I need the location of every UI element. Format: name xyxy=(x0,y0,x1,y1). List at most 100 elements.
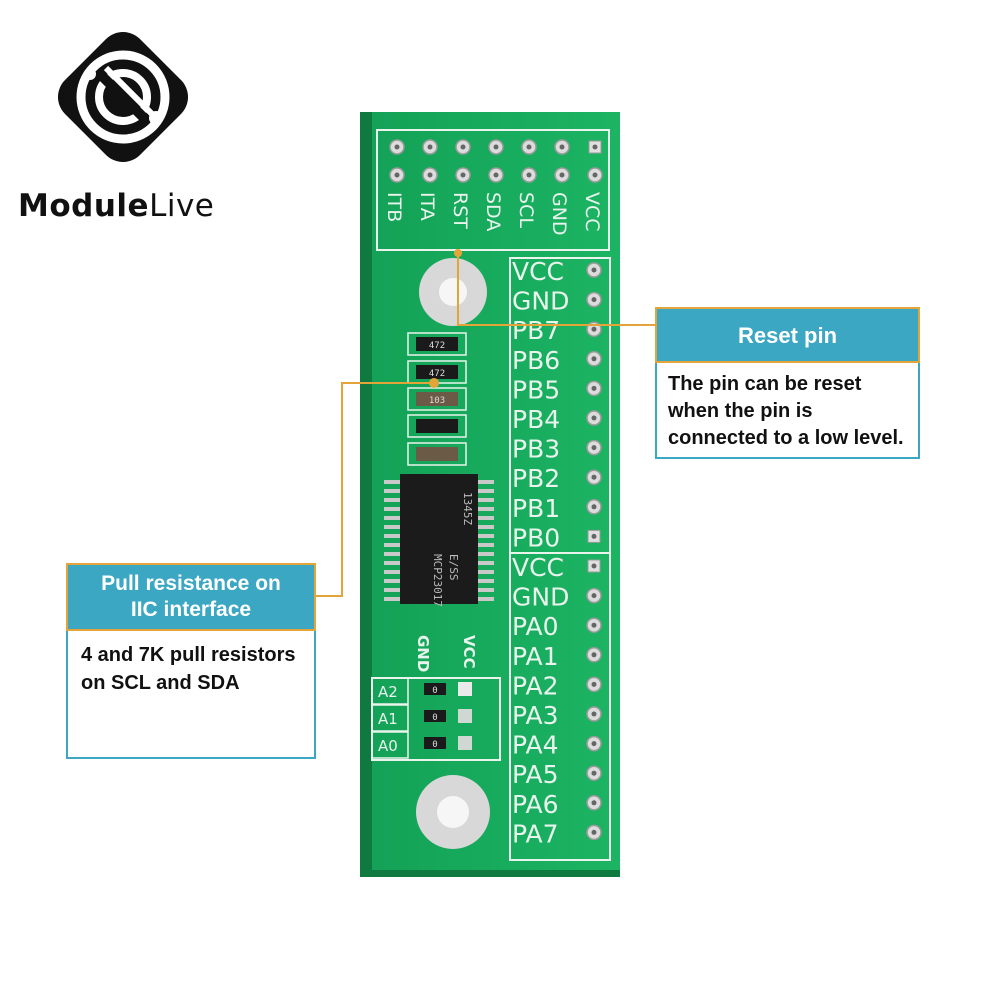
right-pin-13-hole xyxy=(591,652,597,658)
right-pin-17-hole xyxy=(591,770,597,776)
chip-leg-left-2 xyxy=(384,498,400,502)
pull-resistance-description: 4 and 7K pull resistors on SCL and SDA xyxy=(66,631,316,759)
right-pin-14-hole xyxy=(591,681,597,687)
address-resistor-0 xyxy=(424,683,446,695)
top-pin-4-b-hole xyxy=(526,172,532,178)
pull-title-line-2: IIC interface xyxy=(130,598,252,621)
chip-marking-1: MCP23017 xyxy=(431,554,444,607)
pull-resistance-callout: Pull resistance on IIC interface 4 and 7… xyxy=(66,563,316,759)
top-header-outline xyxy=(376,129,610,251)
address-resistor-2 xyxy=(424,737,446,749)
right-pin-4-hole xyxy=(591,385,597,391)
address-label-a2: A2 xyxy=(378,683,398,701)
chip-leg-right-13 xyxy=(478,597,494,601)
chip-leg-right-3 xyxy=(478,507,494,511)
top-pin-3-b-hole xyxy=(493,172,499,178)
resistor-mark-0: 472 xyxy=(429,341,445,351)
chip-leg-left-6 xyxy=(384,534,400,538)
right-pin-5-hole xyxy=(591,415,597,421)
address-label-a0: A0 xyxy=(378,737,398,755)
chip-leg-left-10 xyxy=(384,570,400,574)
right-pin-9-hole xyxy=(591,533,597,539)
jumper-label-vcc: VCC xyxy=(460,635,478,669)
chip-leg-right-9 xyxy=(478,561,494,565)
right-label-pb2-7: PB2 xyxy=(512,464,560,493)
chip-leg-right-6 xyxy=(478,534,494,538)
reset-desc-line-1: The pin can be reset xyxy=(668,373,862,395)
top-pin-6-b-hole xyxy=(592,172,598,178)
chip-leg-left-0 xyxy=(384,480,400,484)
resistor-body-3 xyxy=(416,419,458,433)
chip-leg-right-2 xyxy=(478,498,494,502)
right-label-vcc-0: VCC xyxy=(512,257,564,286)
right-label-pb5-4: PB5 xyxy=(512,375,560,404)
right-label-pb6-3: PB6 xyxy=(512,346,560,375)
top-pin-6-a-hole xyxy=(592,144,598,150)
brand-logo: ModuleLive xyxy=(18,22,214,224)
address-resistor-1 xyxy=(424,710,446,722)
right-pin-12-hole xyxy=(591,622,597,628)
mcp23017-chip: MCP23017 E/SS 1345Z xyxy=(384,474,494,607)
right-pin-3-hole xyxy=(591,356,597,362)
right-pin-19-hole xyxy=(591,829,597,835)
chip-leg-left-8 xyxy=(384,552,400,556)
chip-leg-left-13 xyxy=(384,597,400,601)
address-label-box-2 xyxy=(371,731,409,759)
right-label-vcc-10: VCC xyxy=(512,553,564,582)
top-pin-0-b-hole xyxy=(394,172,400,178)
top-pin-5-b-hole xyxy=(559,172,565,178)
right-label-pa6-18: PA6 xyxy=(512,790,558,819)
top-label-gnd: GND xyxy=(548,192,570,236)
right-pin-8-hole xyxy=(591,504,597,510)
jumper-label-gnd: GND xyxy=(414,635,432,672)
brand-name: ModuleLive xyxy=(18,188,238,224)
top-label-itb: ITB xyxy=(383,192,405,222)
address-resistor-mark-1: 0 xyxy=(432,713,437,723)
right-label-pa4-16: PA4 xyxy=(512,731,558,760)
pull-resistance-title: Pull resistance on IIC interface xyxy=(66,563,316,631)
chip-leg-left-4 xyxy=(384,516,400,520)
resistor-body-4 xyxy=(416,447,458,461)
chip-leg-right-11 xyxy=(478,579,494,583)
resistor-mark-1: 472 xyxy=(429,369,445,379)
chip-leg-right-8 xyxy=(478,552,494,556)
top-pin-1-b-hole xyxy=(427,172,433,178)
top-pin-1-a-hole xyxy=(427,144,433,150)
right-label-gnd-1: GND xyxy=(512,287,569,316)
right-pin-2-hole xyxy=(591,326,597,332)
top-pin-0-a-hole xyxy=(394,144,400,150)
brand-name-light: Live xyxy=(149,188,215,224)
chip-leg-right-1 xyxy=(478,489,494,493)
right-label-pb4-5: PB4 xyxy=(512,405,560,434)
right-label-pa0-12: PA0 xyxy=(512,612,558,641)
top-pin-2-a-hole xyxy=(460,144,466,150)
chip-leg-right-10 xyxy=(478,570,494,574)
chip-marking-3: 1345Z xyxy=(461,492,474,525)
right-label-pb0-9: PB0 xyxy=(512,523,560,552)
pull-desc-line-2: on SCL and SDA xyxy=(81,672,240,694)
top-pin-5-a-hole xyxy=(559,144,565,150)
address-pad-2 xyxy=(458,736,472,750)
top-pin-4-a-hole xyxy=(526,144,532,150)
right-pin-10-hole xyxy=(591,563,597,569)
chip-leg-right-12 xyxy=(478,588,494,592)
top-label-scl: SCL xyxy=(515,192,537,228)
chip-leg-left-1 xyxy=(384,489,400,493)
reset-desc-line-2: when the pin is xyxy=(668,400,813,422)
chip-leg-right-5 xyxy=(478,525,494,529)
right-pin-11-hole xyxy=(591,593,597,599)
address-resistor-mark-0: 0 xyxy=(432,686,437,696)
resistor-outline-0 xyxy=(407,332,467,356)
address-label-box-0 xyxy=(371,677,409,705)
resistor-mark-2: 103 xyxy=(429,396,445,406)
right-label-pa3-15: PA3 xyxy=(512,701,558,730)
top-label-sda: SDA xyxy=(482,192,504,231)
right-pin-16-hole xyxy=(591,741,597,747)
mounting-hole-top-center xyxy=(439,278,467,306)
mounting-hole-bottom-center xyxy=(437,796,469,828)
chip-marking-2: E/SS xyxy=(447,554,460,581)
chip-leg-left-5 xyxy=(384,525,400,529)
right-label-pa7-19: PA7 xyxy=(512,819,558,848)
right-label-pb1-8: PB1 xyxy=(512,494,560,523)
